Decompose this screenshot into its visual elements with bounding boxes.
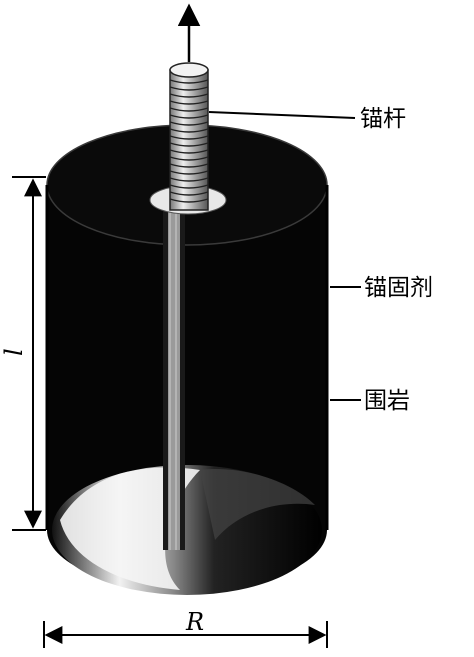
- rock-label-group: 围岩: [330, 388, 410, 414]
- rock-cylinder: [45, 124, 329, 595]
- bolt-thread: [169, 93, 209, 98]
- bolt-thread: [169, 135, 209, 140]
- length-dimension: l: [0, 176, 46, 531]
- bolt-thread: [169, 177, 209, 182]
- radius-dimension: R: [43, 608, 328, 648]
- bolt-thread: [169, 156, 209, 161]
- rock-label: 围岩: [364, 388, 410, 414]
- bolt-label: 锚杆: [360, 106, 406, 132]
- bolt-label-group: 锚杆: [208, 106, 406, 132]
- grout-borehole: [163, 200, 185, 550]
- bolt-thread: [169, 184, 209, 189]
- bolt-thread: [169, 191, 209, 196]
- bolt-thread: [169, 198, 209, 203]
- radius-symbol: R: [185, 608, 204, 636]
- bolt-thread: [169, 142, 209, 147]
- length-symbol: l: [0, 348, 28, 356]
- grout-label: 锚固剂: [364, 275, 433, 301]
- bolt-thread: [169, 100, 209, 105]
- bolt-thread: [169, 114, 209, 119]
- bolt-thread: [169, 79, 209, 84]
- bolt-thread: [169, 86, 209, 91]
- bolt-thread: [169, 107, 209, 112]
- bolt-thread: [169, 163, 209, 168]
- grout-label-group: 锚固剂: [330, 275, 433, 301]
- bolt-thread: [169, 121, 209, 126]
- bolt-shaft: [169, 62, 209, 211]
- bolt-thread: [169, 149, 209, 154]
- bolt-thread: [169, 170, 209, 175]
- bolt-thread: [169, 128, 209, 133]
